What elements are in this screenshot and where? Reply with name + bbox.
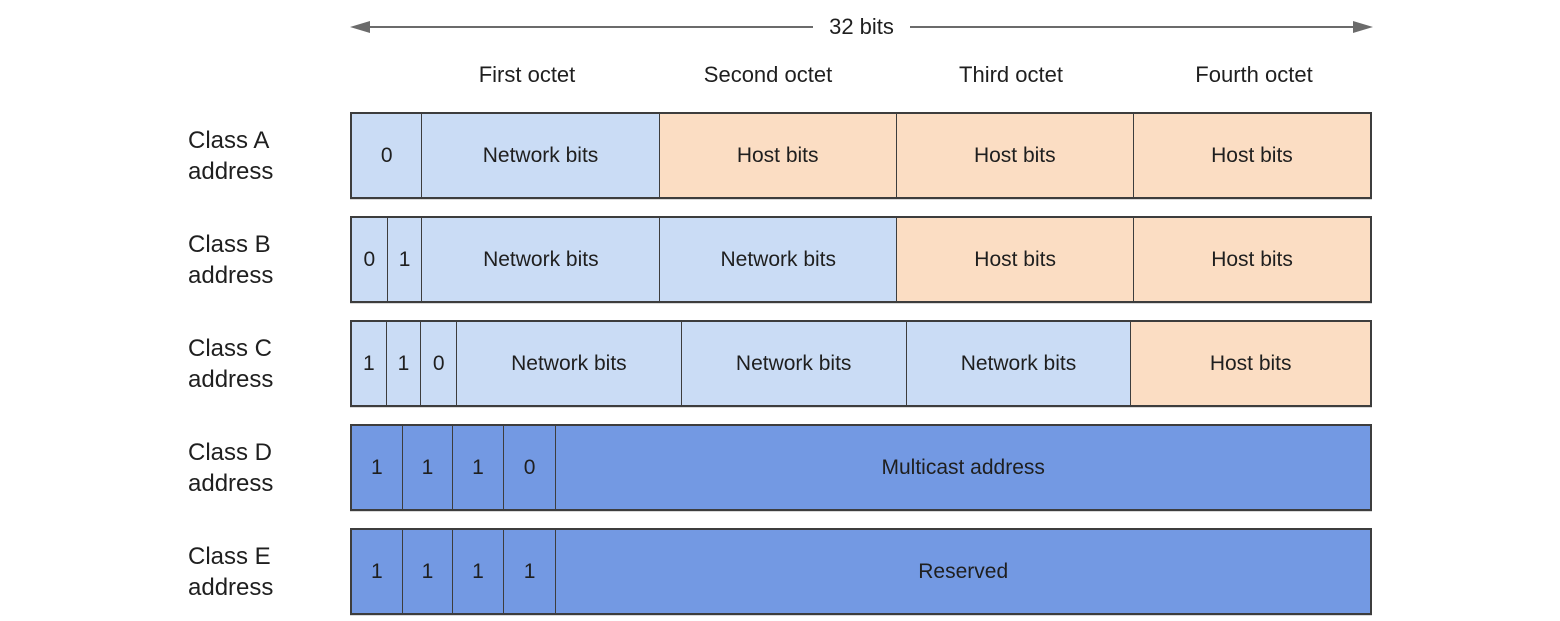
cell-class-b-3: Network bits	[422, 218, 661, 301]
row-label-line: address	[188, 573, 274, 601]
arrow-line-left	[370, 25, 814, 29]
cell-class-e-3: 1	[453, 530, 504, 613]
arrow-left-head-icon	[350, 21, 370, 33]
cell-class-c-2: 1	[386, 322, 422, 405]
bit-width-label: 32 bits	[829, 14, 894, 39]
cell-class-e-1: 1	[352, 530, 403, 613]
octet-header-4: Fourth octet	[1195, 62, 1313, 87]
cell-class-a-5: Host bits	[1133, 114, 1371, 197]
row-label-line: address	[188, 469, 274, 497]
row-label-line: address	[188, 365, 274, 393]
row-label-class-c: Class C address	[188, 320, 273, 407]
cell-class-b-4: Network bits	[660, 218, 898, 301]
cell-class-c-7: Host bits	[1131, 322, 1370, 405]
cell-class-e-4: 1	[503, 530, 557, 613]
cell-class-d-5: Multicast address	[556, 426, 1370, 509]
row-label-line: Class E	[188, 542, 271, 570]
row-label-class-d: Class D address	[188, 424, 273, 511]
cell-class-b-2: 1	[387, 218, 423, 301]
arrow-right-head-icon	[1353, 21, 1374, 33]
cell-class-c-4: Network bits	[457, 322, 682, 405]
cell-class-b-1: 0	[352, 218, 388, 301]
row-label-class-a: Class A address	[188, 112, 273, 199]
cell-class-a-2: Network bits	[422, 114, 660, 197]
cell-class-c-6: Network bits	[906, 322, 1132, 405]
cell-class-c-1: 1	[352, 322, 387, 405]
row-label-line: address	[188, 157, 274, 185]
row-label-line: Class B	[188, 230, 271, 258]
row-label-class-b: Class B address	[188, 216, 273, 303]
cell-class-e-5: Reserved	[556, 530, 1370, 613]
row-label-line: Class D	[188, 438, 273, 466]
row-label-line: address	[188, 261, 274, 289]
cell-class-d-1: 1	[352, 426, 403, 509]
arrow-line-right	[909, 25, 1354, 29]
octet-header-3: Third octet	[959, 62, 1063, 87]
bit-width-arrow: 32 bits	[350, 14, 1374, 39]
octet-headers: First octet Second octet Third octet Fourth…	[0, 62, 1560, 92]
cell-class-a-3: Host bits	[659, 114, 897, 197]
cell-class-c-3: 0	[421, 322, 457, 405]
cell-class-d-2: 1	[402, 426, 454, 509]
cell-class-b-6: Host bits	[1134, 218, 1370, 301]
cell-class-d-4: 0	[503, 426, 557, 509]
row-label-line: Class C	[188, 334, 273, 362]
octet-header-1: First octet	[478, 62, 576, 87]
cell-class-c-5: Network bits	[681, 322, 907, 405]
cell-class-e-2: 1	[402, 530, 454, 613]
cell-class-a-1: 0	[352, 114, 423, 197]
cell-class-a-4: Host bits	[896, 114, 1134, 197]
octet-header-2: Second octet	[703, 62, 833, 87]
row-label-line: Class A	[188, 126, 270, 154]
cell-class-d-3: 1	[453, 426, 504, 509]
row-label-class-e: Class E address	[188, 528, 273, 615]
cell-class-b-5: Host bits	[897, 218, 1135, 301]
